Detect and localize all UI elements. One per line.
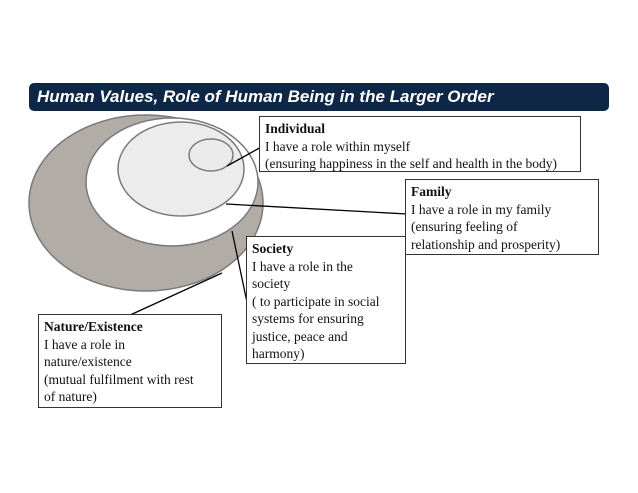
family-line-2: (ensuring feeling of bbox=[411, 219, 518, 234]
family-line-1: I have a role in my family bbox=[411, 201, 552, 217]
society-box: Society I have a role in the society ( t… bbox=[246, 236, 406, 364]
individual-connector bbox=[226, 145, 264, 167]
nature-box: Nature/Existence I have a role in nature… bbox=[38, 314, 222, 408]
family-ellipse bbox=[117, 121, 245, 217]
title-bar: Human Values, Role of Human Being in the… bbox=[29, 83, 609, 111]
society-line-4: systems for ensuring bbox=[252, 311, 364, 326]
society-line-1: I have a role in the bbox=[252, 258, 353, 274]
individual-line-2: (ensuring happiness in the self and heal… bbox=[265, 156, 558, 171]
nature-heading: Nature/Existence bbox=[44, 319, 143, 334]
individual-ellipse bbox=[188, 138, 234, 172]
society-line-3: ( to participate in social bbox=[252, 293, 380, 309]
society-heading: Society bbox=[252, 241, 294, 256]
individual-heading: Individual bbox=[265, 121, 326, 136]
family-heading: Family bbox=[411, 184, 452, 199]
nature-line-3: (mutual fulfilment with rest bbox=[44, 371, 194, 387]
family-connector bbox=[225, 203, 408, 215]
nature-connector bbox=[127, 272, 223, 317]
society-line-5: justice, peace and bbox=[252, 328, 348, 344]
society-line-2: society bbox=[252, 276, 291, 291]
individual-box: Individual I have a role within myself (… bbox=[259, 116, 581, 172]
family-box: Family I have a role in my family (ensur… bbox=[405, 179, 599, 255]
nature-line-4: of nature) bbox=[44, 389, 97, 404]
family-line-3: relationship and prosperity) bbox=[411, 236, 561, 252]
society-line-6: harmony) bbox=[252, 346, 305, 361]
diagram-title: Human Values, Role of Human Being in the… bbox=[37, 87, 494, 106]
nature-line-1: I have a role in bbox=[44, 336, 125, 352]
nature-line-2: nature/existence bbox=[44, 354, 132, 369]
society-connector bbox=[231, 230, 249, 308]
individual-line-1: I have a role within myself bbox=[265, 138, 411, 154]
